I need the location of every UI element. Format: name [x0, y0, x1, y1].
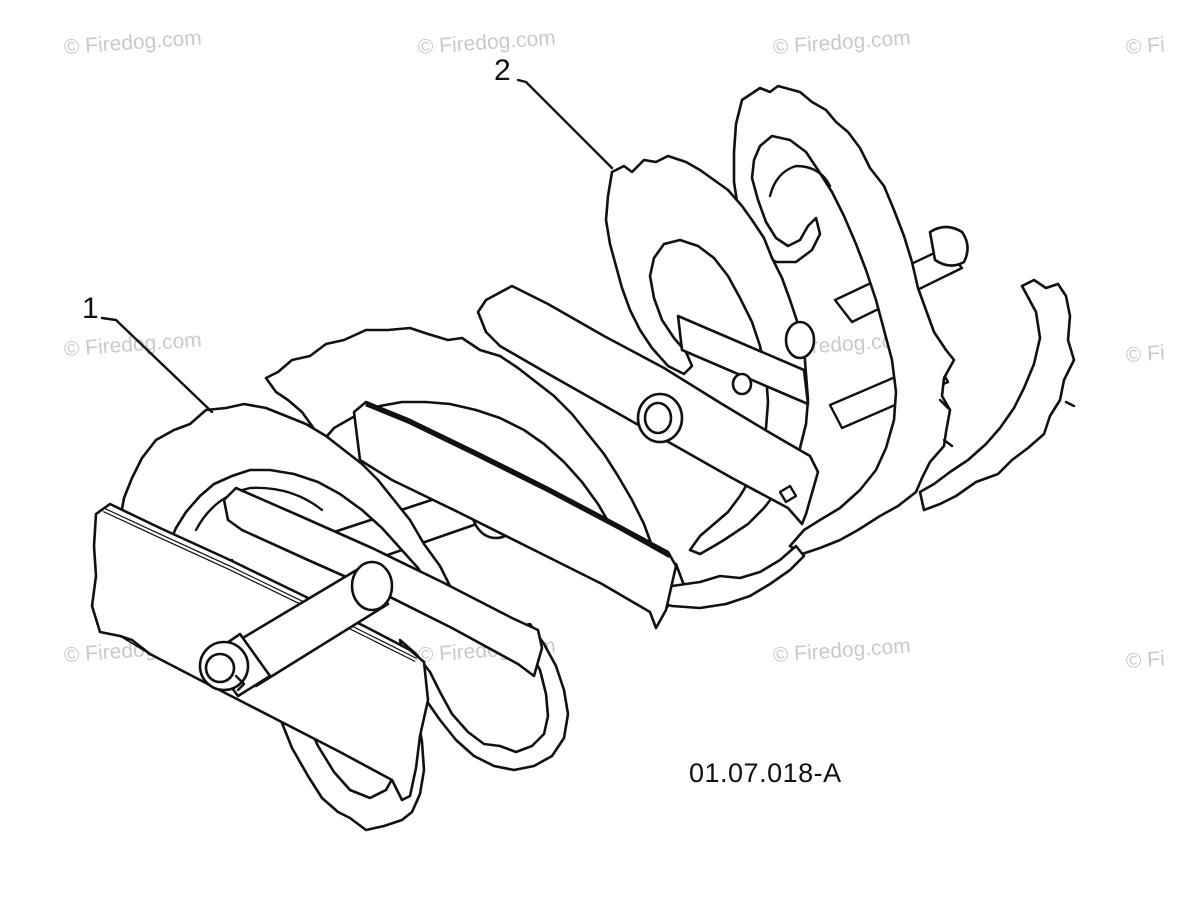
shaft-end — [784, 320, 816, 360]
auger-left — [90, 400, 678, 832]
auger-flight — [604, 154, 810, 556]
flight-edge — [768, 164, 832, 198]
blade-edge — [119, 635, 393, 781]
figure-code: 01.07.018-A — [689, 758, 842, 788]
blade-edge — [359, 459, 651, 613]
fasteners — [938, 398, 1076, 448]
auger-flight — [732, 84, 956, 556]
callout-leader-2 — [516, 78, 614, 170]
callout-leader-1 — [100, 316, 214, 414]
hub-notch — [234, 674, 246, 692]
flight-edge — [194, 486, 324, 532]
shaft-end — [350, 560, 394, 612]
blade-edge — [227, 519, 519, 665]
blade-edge — [485, 331, 789, 509]
blade-lip — [365, 401, 672, 559]
bolt — [731, 372, 753, 396]
support-arm — [676, 314, 810, 406]
hub-pipe-bore — [643, 401, 673, 435]
blade-lip-highlight — [103, 509, 417, 661]
callout-2: 2 — [494, 54, 511, 87]
hub-pipe-bore — [204, 652, 236, 684]
auger-flight-lower — [398, 622, 570, 772]
callout-1: 1 — [82, 292, 99, 325]
auger-right — [476, 84, 1076, 556]
end-cap — [928, 225, 969, 267]
auger-flight — [918, 278, 1076, 512]
slot — [778, 484, 798, 504]
